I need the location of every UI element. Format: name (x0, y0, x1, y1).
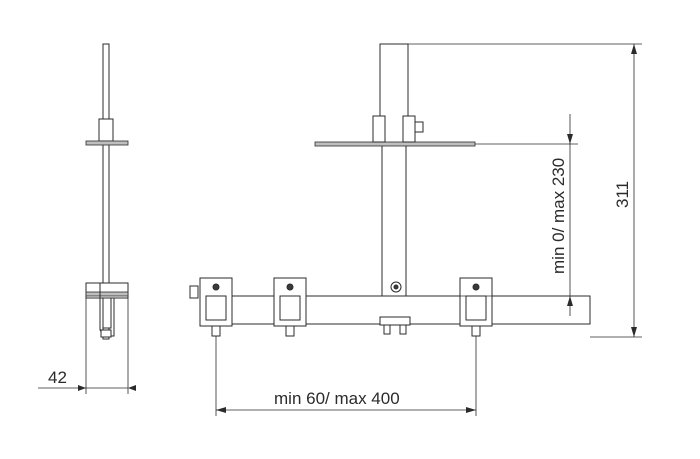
front-view (189, 43, 591, 337)
side-plate (85, 140, 129, 146)
dimension-label-horizontal: min 60/ max 400 (274, 389, 400, 408)
side-view (85, 43, 129, 340)
front-clamp-3 (459, 277, 493, 337)
front-column-lower (381, 144, 407, 300)
side-jaw-inner (102, 297, 112, 329)
front-foot-left (383, 324, 391, 335)
front-clamp-1 (189, 277, 233, 337)
front-plate (314, 141, 476, 147)
front-block-right (402, 115, 416, 143)
dimension-label-width: 42 (48, 368, 67, 387)
front-knob-icon (414, 121, 424, 133)
front-clamp-2 (273, 277, 307, 337)
dimension-width-side: 42 (38, 296, 136, 394)
front-foot (379, 316, 411, 326)
front-block-left (372, 115, 386, 143)
side-knob-housing (98, 118, 114, 142)
dimension-horizontal-adjust: min 60/ max 400 (215, 336, 477, 416)
side-rod (102, 43, 110, 340)
front-foot-right (399, 324, 407, 335)
side-clamp-strip (85, 291, 129, 297)
dimension-height-total: 311 (408, 43, 642, 338)
dimension-vertical-adjust: min 0/ max 230 (408, 114, 578, 316)
dimension-label-height: 311 (613, 181, 632, 208)
dimension-label-vertical: min 0/ max 230 (549, 158, 568, 274)
side-screw (100, 329, 112, 338)
